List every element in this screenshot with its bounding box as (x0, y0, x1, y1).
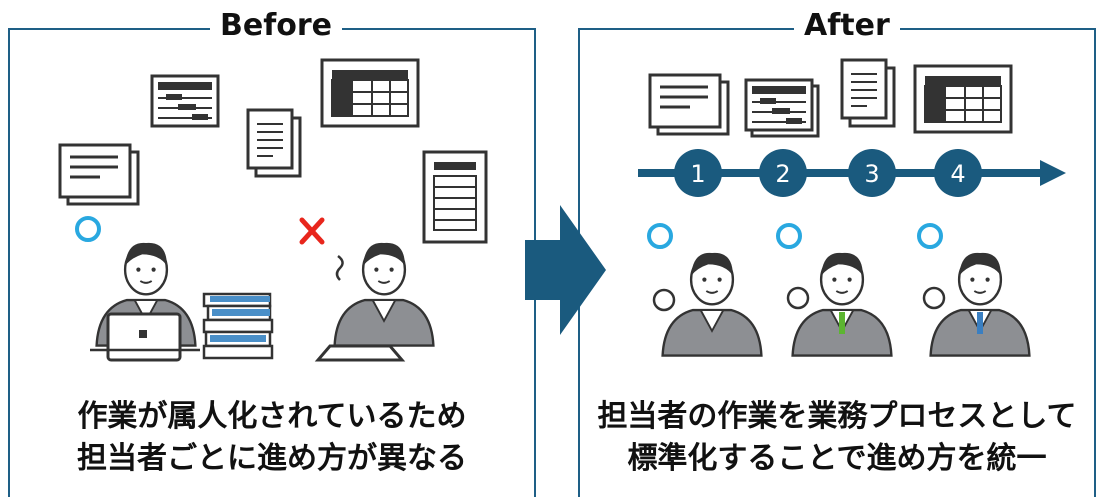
after-doc-tall-icon (840, 58, 896, 128)
after-worker-female (652, 251, 763, 357)
ng-cross-icon (299, 217, 325, 245)
svg-text:4: 4 (950, 160, 965, 188)
process-arrowhead-icon (1040, 160, 1066, 186)
before-doc-tall-icon (246, 108, 302, 178)
after-caption: 担当者の作業を業務プロセスとして 標準化することで進め方を統一 (580, 396, 1094, 480)
after-caption-line1: 担当者の作業を業務プロセスとして (597, 399, 1077, 434)
svg-text:2: 2 (775, 160, 790, 188)
ok-circle-icon (917, 223, 943, 249)
before-title: Before (210, 6, 343, 46)
before-caption-line1: 作業が属人化されているため (77, 399, 467, 434)
ok-circle-icon (647, 223, 673, 249)
before-worker-male (90, 241, 200, 362)
document-stack-icon (202, 292, 274, 360)
before-doc-table-icon (320, 58, 420, 128)
svg-text:3: 3 (864, 160, 879, 188)
before-panel: Before 作業が属人化されているため 担当者ごとに進め方が異なる (8, 6, 536, 497)
after-worker-male-blue-tie (922, 251, 1031, 357)
transition-arrow-icon (525, 205, 606, 335)
before-caption: 作業が属人化されているため 担当者ごとに進め方が異なる (10, 396, 534, 480)
before-doc-lines-icon (58, 143, 140, 206)
process-step-2: 2 (759, 149, 807, 197)
ok-circle-icon (75, 216, 101, 242)
after-doc-table-icon (913, 64, 1013, 134)
before-caption-line2: 担当者ごとに進め方が異なる (77, 441, 467, 476)
process-step-1: 1 (674, 149, 722, 197)
process-step-4: 4 (934, 149, 982, 197)
after-title: After (794, 6, 900, 46)
after-worker-male-green-tie (786, 251, 893, 357)
before-worker-female (314, 241, 435, 362)
svg-text:1: 1 (690, 160, 705, 188)
before-doc-gantt-icon (150, 74, 220, 128)
after-doc-lines-icon (648, 73, 730, 136)
after-doc-gantt-icon (744, 78, 820, 138)
after-caption-line2: 標準化することで進め方を統一 (627, 441, 1047, 476)
process-step-3: 3 (848, 149, 896, 197)
ok-circle-icon (776, 223, 802, 249)
before-doc-form-icon (422, 150, 488, 244)
